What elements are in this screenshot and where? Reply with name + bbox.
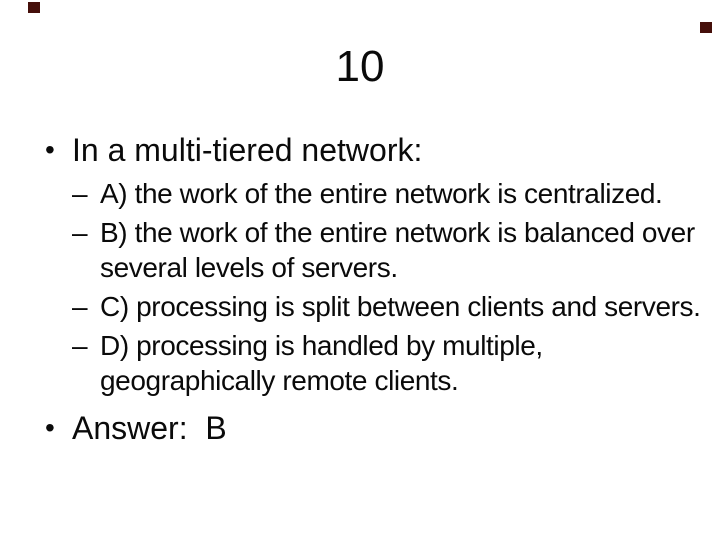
option-a: – A) the work of the entire network is c… (72, 176, 710, 211)
option-c-line-1: C) processing is split between clients a… (100, 291, 701, 322)
slide-title: 10 (335, 42, 385, 91)
dash-icon: – (72, 330, 88, 361)
slide-body: • In a multi-tiered network: – A) the wo… (45, 130, 710, 454)
option-c-text: C) processing is split between clients a… (100, 289, 710, 324)
answer-line: • Answer: B (45, 408, 710, 448)
bullet-icon: • (45, 134, 55, 165)
option-d-text: D) processing is handled by multiple, ge… (100, 328, 710, 398)
option-c: – C) processing is split between clients… (72, 289, 710, 324)
dash-icon: – (72, 217, 88, 248)
option-d-line-1: D) processing is handled by multiple, (100, 330, 543, 361)
question-text: In a multi-tiered network: (72, 132, 423, 168)
dash-icon: – (72, 178, 88, 209)
watermark-square-top-right (700, 22, 712, 33)
option-a-text: A) the work of the entire network is cen… (100, 176, 710, 211)
option-b-line-2: several levels of servers. (100, 252, 398, 283)
option-a-line-1: A) the work of the entire network is cen… (100, 178, 663, 209)
bullet-icon: • (45, 412, 55, 443)
dash-icon: – (72, 291, 88, 322)
option-b: – B) the work of the entire network is b… (72, 215, 710, 285)
question-line: • In a multi-tiered network: (45, 130, 710, 170)
option-b-text: B) the work of the entire network is bal… (100, 215, 710, 285)
watermark-square-top-left (28, 2, 40, 13)
option-b-line-1: B) the work of the entire network is bal… (100, 217, 695, 248)
answer-text: Answer: B (72, 410, 227, 446)
option-d: – D) processing is handled by multiple, … (72, 328, 710, 398)
option-d-line-2: geographically remote clients. (100, 365, 459, 396)
